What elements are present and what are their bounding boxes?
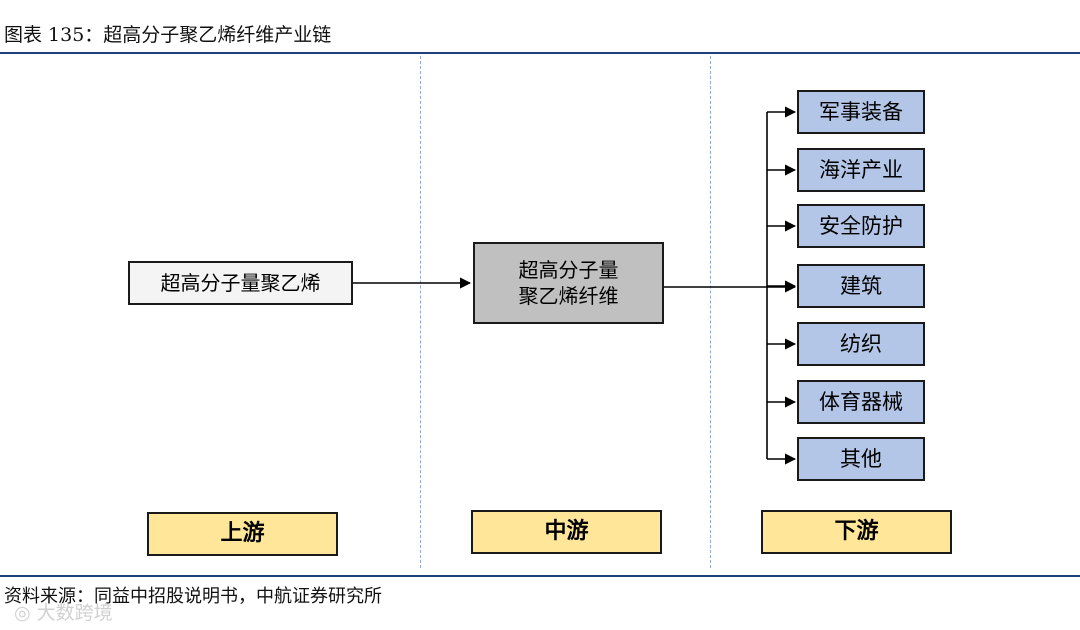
stage-downstream: 下游 (761, 510, 952, 554)
midstream-box: 超高分子量 聚乙烯纤维 (473, 242, 664, 324)
figure-title: 图表 135：超高分子聚乙烯纤维产业链 (4, 24, 332, 46)
downstream-item-marine: 海洋产业 (797, 148, 925, 192)
downstream-item-safety: 安全防护 (797, 204, 925, 248)
watermark: ◎ 大数跨境 (14, 602, 113, 624)
bottom-rule (0, 575, 1080, 577)
divider-right (710, 56, 711, 568)
downstream-item-sports: 体育器械 (797, 380, 925, 424)
stage-upstream: 上游 (147, 512, 338, 556)
downstream-item-construction: 建筑 (797, 264, 925, 308)
midstream-line-1: 超高分子量 (518, 258, 619, 282)
downstream-item-military: 军事装备 (797, 90, 925, 134)
downstream-item-textile: 纺织 (797, 322, 925, 366)
upstream-box: 超高分子量聚乙烯 (128, 261, 353, 305)
divider-left (420, 56, 421, 568)
top-rule (0, 52, 1080, 54)
midstream-line-2: 聚乙烯纤维 (518, 284, 619, 308)
source-note: 资料来源：同益中招股说明书，中航证券研究所 (4, 586, 382, 607)
downstream-item-other: 其他 (797, 437, 925, 481)
stage-midstream: 中游 (471, 510, 662, 554)
